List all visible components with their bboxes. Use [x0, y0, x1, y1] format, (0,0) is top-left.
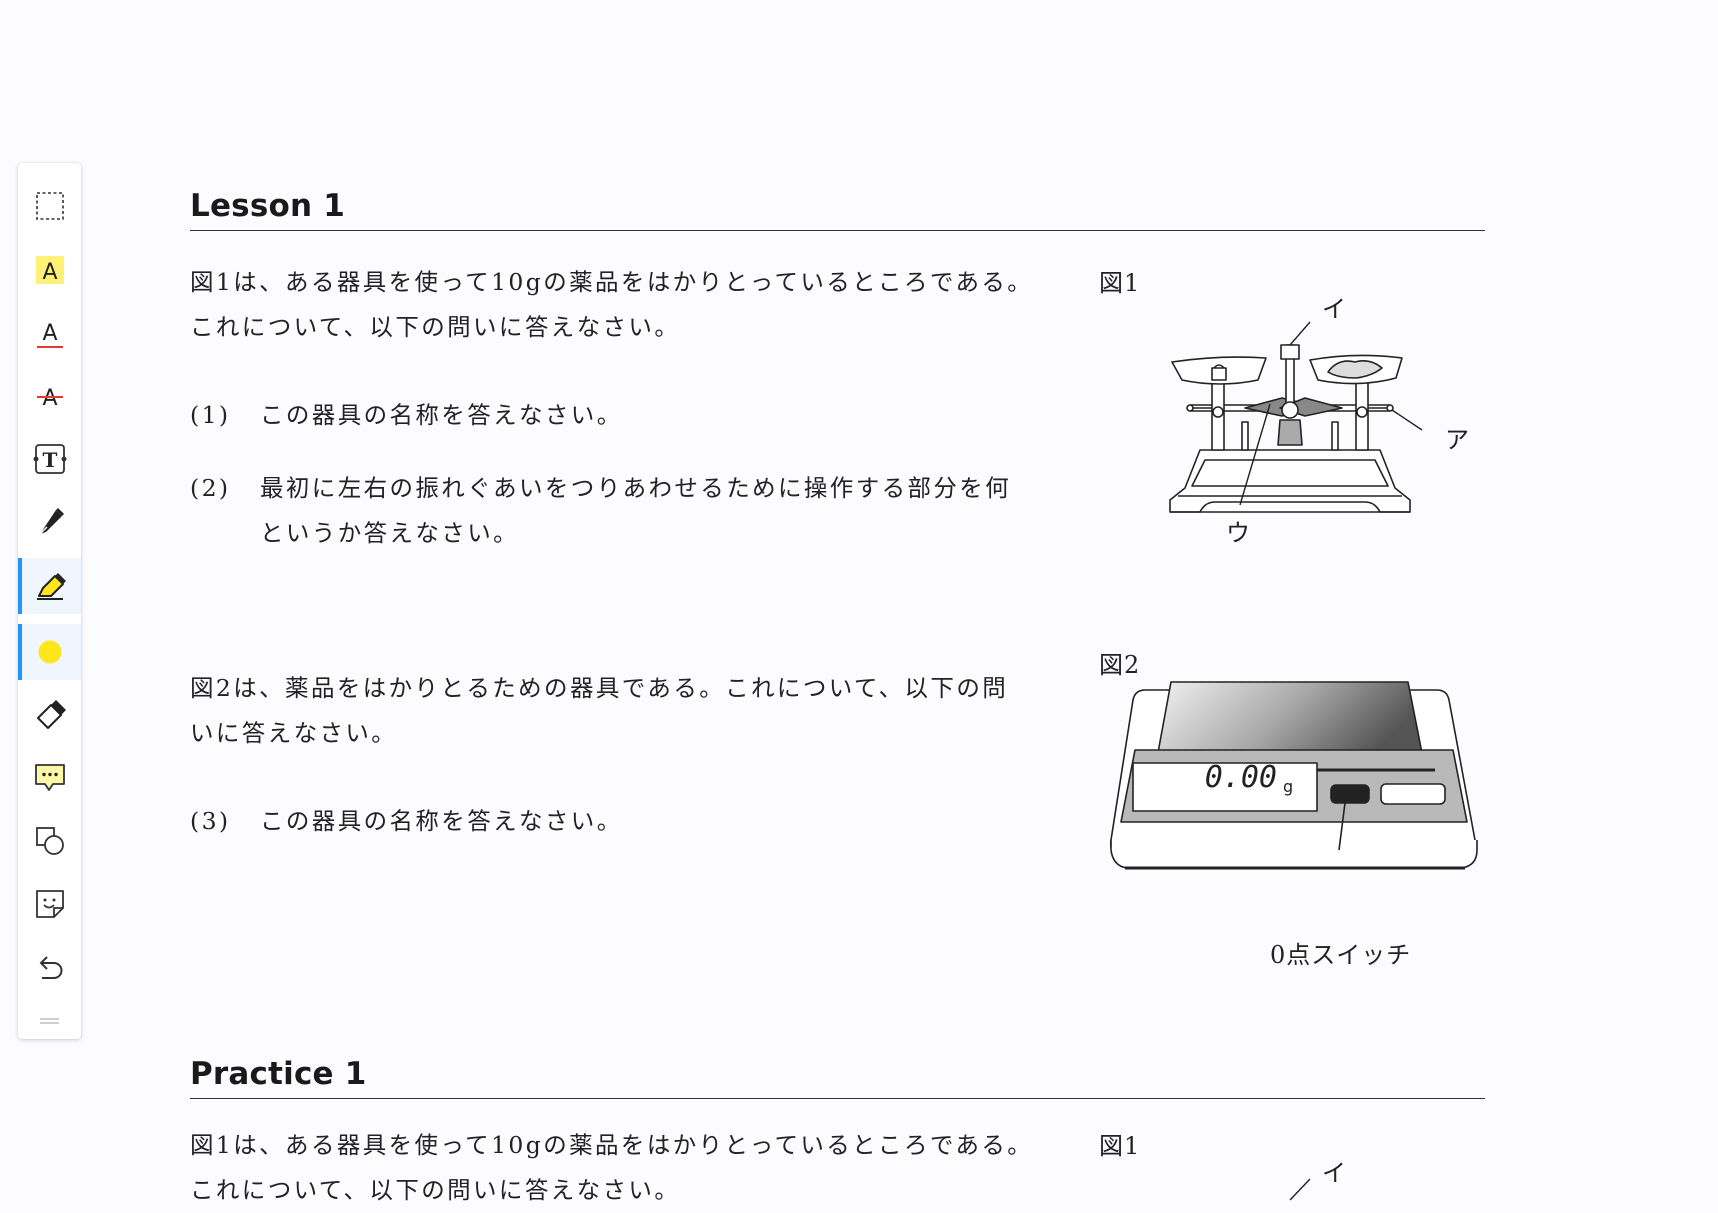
yellow-color-swatch-icon [38, 640, 61, 664]
annotation-toolbar: A A A T [18, 163, 81, 1039]
figure-1-callout-u: ウ [1226, 519, 1250, 547]
comment-icon [34, 764, 65, 791]
underline-text-icon: A [36, 321, 63, 348]
practice-figure-1-label: 図1 [1099, 1132, 1141, 1160]
figure-1-callout-a: ア [1445, 426, 1469, 454]
sticker-icon [35, 890, 64, 918]
toolbar-drag-handle[interactable] [40, 1018, 59, 1024]
figure-1-label: 図1 [1099, 269, 1141, 297]
underline-text-tool[interactable]: A [18, 306, 81, 362]
comment-tool[interactable] [18, 749, 81, 805]
question-number: (1) [190, 401, 231, 429]
practice-intro-line-2: これについて、以下の問いに答えなさい。 [190, 1176, 681, 1204]
highlight-text-icon: A [35, 256, 64, 285]
scale-display-reading: 0.00 [1205, 760, 1277, 795]
strikethrough-text-icon: A [36, 386, 63, 411]
undo-tool[interactable] [18, 940, 81, 996]
highlighter-icon [36, 573, 66, 600]
select-tool[interactable] [18, 178, 81, 234]
question-text: この器具の名称を答えなさい。 [260, 401, 623, 429]
lesson-intro-line-1: 図1は、ある器具を使って10gの薬品をはかりとっているところである。 [190, 268, 1034, 296]
pen-icon [39, 508, 64, 535]
electronic-scale-figure: 0.00 g [1109, 681, 1478, 870]
practice-figure-1-callout-i: イ [1322, 1159, 1346, 1187]
dashed-rectangle-icon [35, 192, 64, 220]
lesson-intro-line-2: これについて、以下の問いに答えなさい。 [190, 313, 681, 341]
practice-intro-line-1: 図1は、ある器具を使って10gの薬品をはかりとっているところである。 [190, 1131, 1034, 1159]
highlighter-tool[interactable] [18, 558, 81, 614]
question-text: この器具の名称を答えなさい。 [260, 807, 623, 835]
question-text-line-2: というか答えなさい。 [260, 519, 519, 547]
highlight-text-tool[interactable]: A [18, 242, 81, 298]
undo-icon [39, 956, 62, 979]
section-heading-lesson: Lesson 1 [190, 186, 1485, 231]
lesson-intro2-line-2: いに答えなさい。 [190, 719, 398, 747]
text-box-icon: T [33, 444, 66, 474]
balance-scale-figure [1169, 321, 1423, 513]
svg-text:A: A [42, 260, 57, 285]
pen-tool[interactable] [18, 493, 81, 549]
figure-1-callout-i: イ [1322, 295, 1346, 323]
section-heading-practice: Practice 1 [190, 1054, 1485, 1099]
eraser-icon [36, 700, 66, 729]
svg-text:A: A [42, 321, 57, 346]
question-number: (3) [190, 807, 231, 835]
question-number: (2) [190, 474, 231, 502]
figure-2-label: 図2 [1099, 651, 1141, 679]
shape-tool[interactable] [18, 813, 81, 869]
sticker-tool[interactable] [18, 876, 81, 932]
text-box-tool[interactable]: T [18, 431, 81, 487]
eraser-tool[interactable] [18, 685, 81, 741]
practice-figure-1-leader-line [1289, 1178, 1311, 1201]
color-picker[interactable] [18, 624, 81, 680]
svg-text:A: A [42, 386, 57, 411]
lesson-intro2-line-1: 図2は、薬品をはかりとるための器具である。これについて、以下の問 [190, 674, 1009, 702]
shapes-icon [35, 827, 64, 855]
figure-2-callout-zero-switch: 0点スイッチ [1270, 941, 1412, 969]
scale-display-unit: g [1283, 777, 1293, 796]
svg-text:T: T [42, 448, 57, 472]
question-text-line-1: 最初に左右の振れぐあいをつりあわせるために操作する部分を何 [260, 474, 1012, 502]
strikethrough-text-tool[interactable]: A [18, 368, 81, 424]
